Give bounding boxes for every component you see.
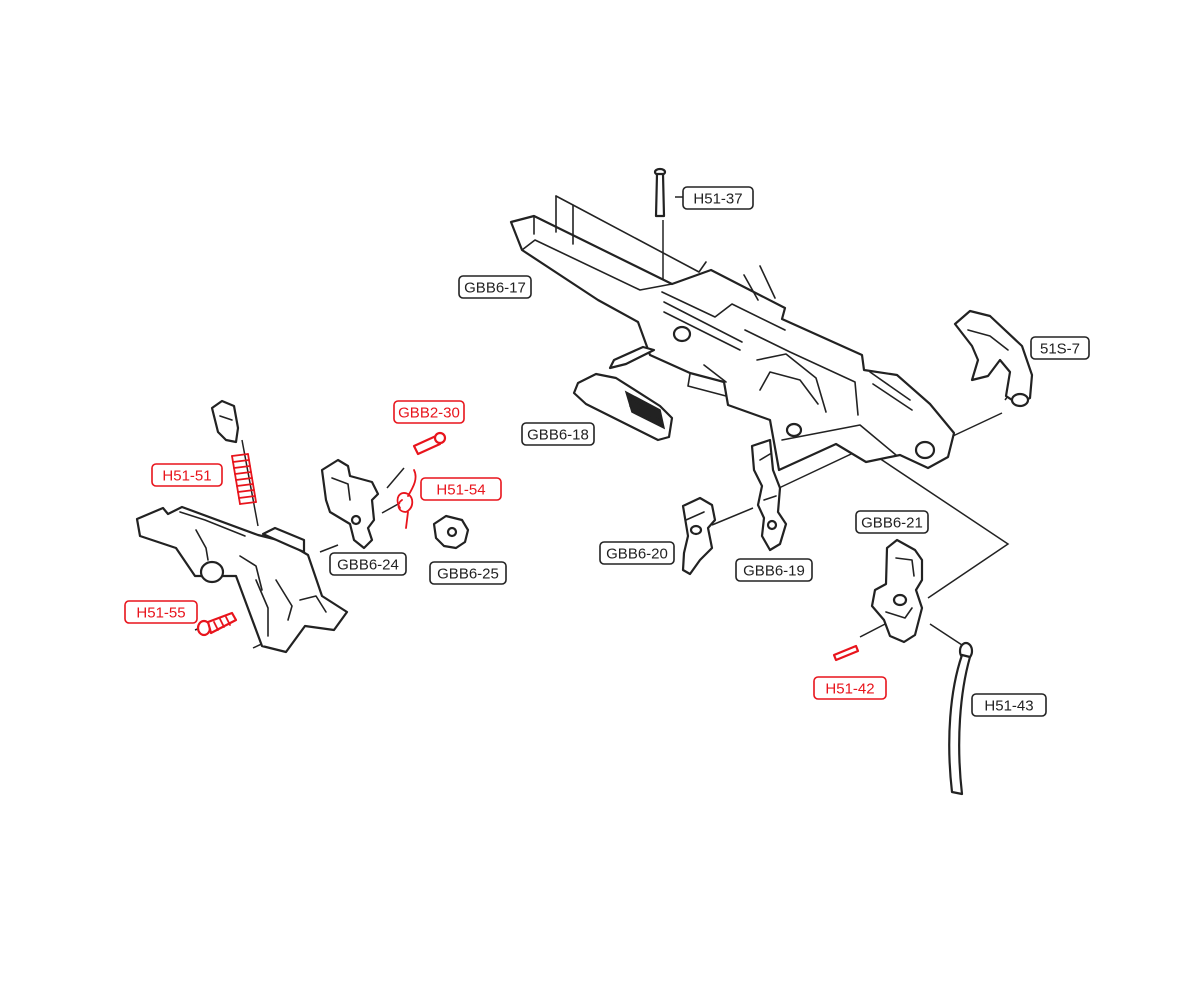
part-label-h51-42: H51-42 [813, 676, 887, 700]
spring-part-h51-54 [396, 469, 417, 529]
frame-part-gbb6-17 [509, 195, 956, 472]
part-label-box [855, 510, 929, 534]
part-label-box [151, 463, 223, 487]
screw-part-h51-55 [196, 611, 238, 637]
part-label-text: GBB6-17 [464, 280, 526, 297]
part-label-box [971, 693, 1047, 717]
part-label-h51-37: H51-37 [682, 186, 754, 210]
part-label-text: GBB6-21 [861, 515, 923, 532]
part-label-box [521, 422, 595, 446]
part-label-gbb6-24: GBB6-24 [329, 552, 407, 576]
part-label-text: GBB6-20 [606, 546, 668, 563]
part-label-box [813, 676, 887, 700]
part-label-text: 51S-7 [1040, 341, 1080, 358]
part-label-text: GBB6-25 [437, 566, 499, 583]
sear-housing-part-gbb6-24 [320, 458, 380, 550]
part-label-gbb6-25: GBB6-25 [429, 561, 507, 585]
part-label-gbb2-30: GBB2-30 [393, 400, 465, 424]
part-label-51s-7: 51S-7 [1030, 336, 1090, 360]
part-label-text: H51-43 [984, 698, 1033, 715]
part-label-gbb6-21: GBB6-21 [855, 510, 929, 534]
part-label-box [329, 552, 407, 576]
pin-part-gbb2-30 [412, 431, 447, 456]
part-label-text: H51-55 [136, 605, 185, 622]
grip-frame-part [135, 505, 349, 654]
screw-part-h51-37 [653, 167, 667, 218]
part-label-text: H51-51 [162, 468, 211, 485]
part-label-box [735, 558, 813, 582]
part-gbb6-25 [432, 514, 470, 550]
part-label-box [124, 600, 198, 624]
disconnector-part-gbb6-20 [681, 496, 717, 576]
part-label-box [682, 186, 754, 210]
hammer-part-gbb6-21 [870, 538, 924, 644]
part-label-text: H51-42 [825, 681, 874, 698]
part-label-box [599, 541, 675, 565]
part-label-text: GBB6-19 [743, 563, 805, 580]
part-label-text: GBB6-18 [527, 427, 589, 444]
part-label-h51-54: H51-54 [420, 477, 502, 501]
part-label-gbb6-19: GBB6-19 [735, 558, 813, 582]
part-label-box [429, 561, 507, 585]
part-label-text: GBB2-30 [398, 405, 460, 422]
part-label-gbb6-17: GBB6-17 [458, 275, 532, 299]
slide-stop-part-gbb6-18 [572, 345, 674, 442]
pin-part-h51-42 [832, 644, 860, 662]
part-label-h51-55: H51-55 [124, 600, 198, 624]
part-label-box [393, 400, 465, 424]
part-51s-7 [953, 309, 1034, 408]
rod-part-h51-43 [948, 641, 974, 796]
part-label-box [1030, 336, 1090, 360]
part-label-box [420, 477, 502, 501]
spring-part-h51-51 [231, 453, 257, 505]
part-label-h51-43: H51-43 [971, 693, 1047, 717]
part-label-h51-51: H51-51 [151, 463, 223, 487]
part-label-box [458, 275, 532, 299]
spring-cap-part [210, 399, 240, 444]
part-label-gbb6-20: GBB6-20 [599, 541, 675, 565]
part-label-text: H51-54 [436, 482, 485, 499]
part-label-text: GBB6-24 [337, 557, 399, 574]
part-label-gbb6-18: GBB6-18 [521, 422, 595, 446]
sear-part-gbb6-19 [750, 438, 788, 552]
part-label-text: H51-37 [693, 191, 742, 208]
